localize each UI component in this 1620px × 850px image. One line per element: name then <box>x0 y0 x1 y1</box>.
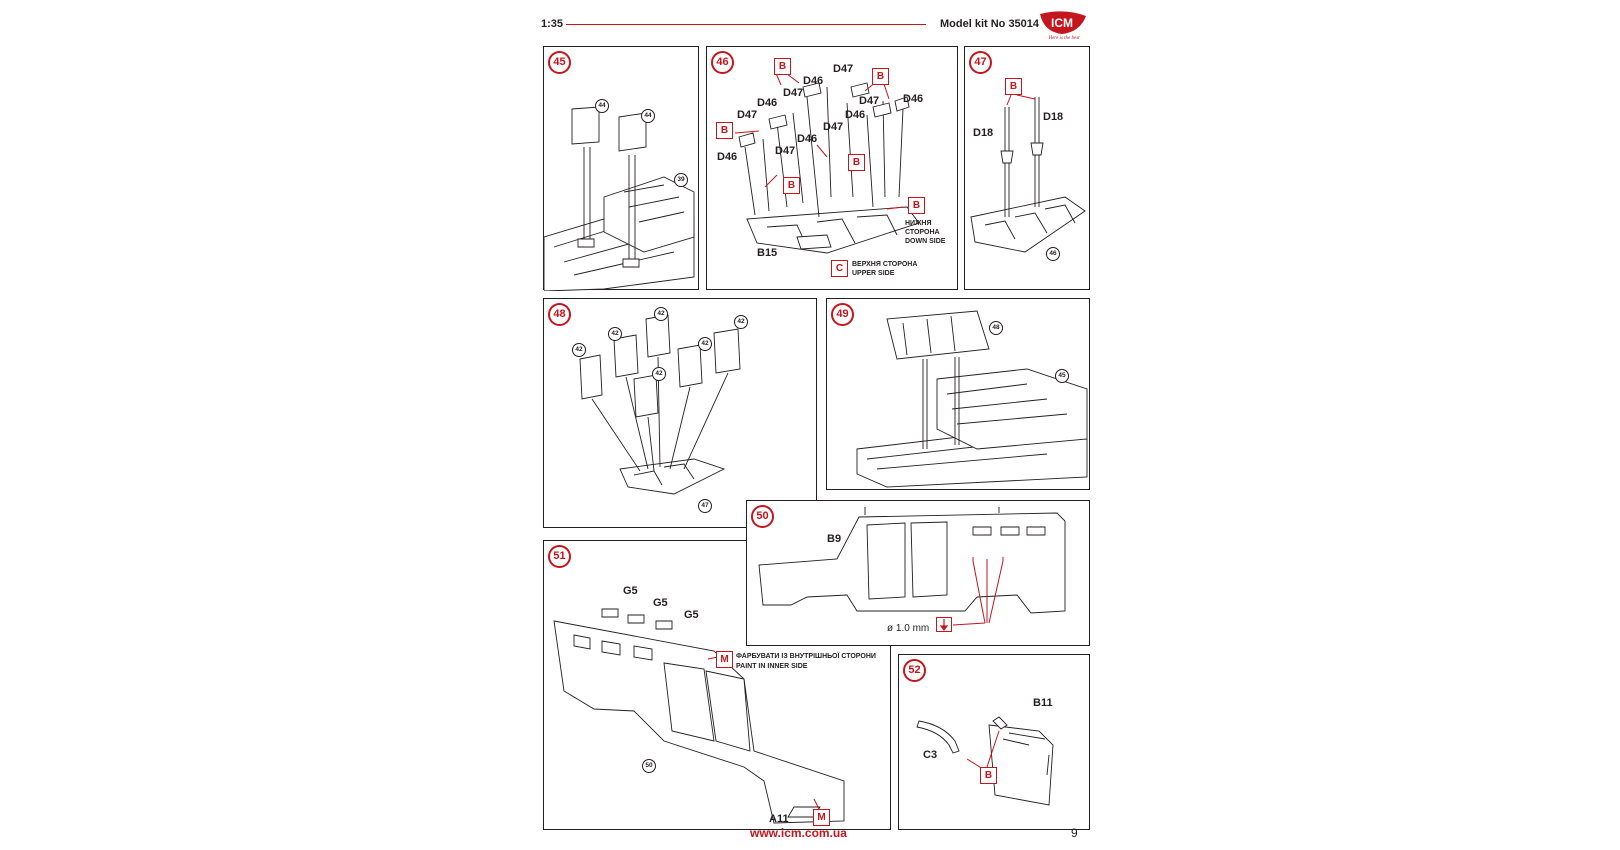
svg-text:Here is the best: Here is the best <box>1047 36 1080 40</box>
label-b11: B11 <box>1033 697 1053 709</box>
label-d46-4: D46 <box>903 93 924 105</box>
down-side-note-en: DOWN SIDE <box>905 238 946 245</box>
ref-44-a: 44 <box>595 99 609 113</box>
upper-side-note-en: UPPER SIDE <box>852 270 895 277</box>
step-49-number: 49 <box>831 303 854 326</box>
label-g5-c: G5 <box>684 609 699 621</box>
paint-note-ua: ФАРБУВАТИ ІЗ ВНУТРІШНЬОЇ СТОРОНИ <box>736 653 876 660</box>
paint-box-m-2: M <box>813 809 830 826</box>
label-d46-1: D46 <box>803 75 824 87</box>
label-d46-2: D46 <box>757 97 778 109</box>
website-link[interactable]: www.icm.com.ua <box>750 826 847 840</box>
down-side-note-ua2: СТОРОНА <box>905 229 940 236</box>
part-box-b: B <box>980 767 997 784</box>
kit-number: Model kit No 35014 <box>940 18 1040 30</box>
step-49-panel: 48 45 49 <box>826 298 1090 490</box>
part-box-c: C <box>831 260 848 277</box>
label-d47-2: D47 <box>783 87 804 99</box>
ref-42-f: 42 <box>734 315 748 329</box>
step-48-panel: 42 42 42 42 42 42 47 48 <box>543 298 817 528</box>
icm-logo: ICM Here is the best <box>1034 10 1092 41</box>
step-48-number: 48 <box>548 303 571 326</box>
step-45-number: 45 <box>548 51 571 74</box>
part-box-b-2: B <box>872 68 889 85</box>
ref-42-c: 42 <box>654 307 668 321</box>
label-a11: A11 <box>769 813 789 825</box>
label-g5-a: G5 <box>623 585 638 597</box>
step-47-panel: B D18 D18 46 47 <box>964 46 1090 290</box>
ref-44-b: 44 <box>641 109 655 123</box>
ref-39: 39 <box>674 173 688 187</box>
step-51-number: 51 <box>548 545 571 568</box>
svg-text:ICM: ICM <box>1051 16 1073 30</box>
ref-50: 50 <box>642 759 656 773</box>
label-d47-4: D47 <box>859 95 880 107</box>
label-b9: B9 <box>827 533 842 545</box>
drill-size-label: ø 1.0 mm <box>887 623 930 634</box>
label-d47-1: D47 <box>833 63 854 75</box>
part-box-b-1: B <box>774 58 791 75</box>
ref-46: 46 <box>1046 247 1060 261</box>
header-rule <box>566 24 926 25</box>
ref-48: 48 <box>989 321 1003 335</box>
part-box-b-3: B <box>716 122 733 139</box>
drill-icon <box>936 617 952 632</box>
label-b15: B15 <box>757 247 778 259</box>
label-d47-3: D47 <box>737 109 758 121</box>
step-45-panel: 44 44 39 45 <box>543 46 699 291</box>
step-52-panel: B11 C3 B 52 <box>898 654 1090 830</box>
down-side-note-ua1: НИЖНЯ <box>905 220 932 227</box>
ref-42-b: 42 <box>608 327 622 341</box>
label-g5-b: G5 <box>653 597 668 609</box>
part-box-b-4: B <box>848 154 865 171</box>
step-46-number: 46 <box>711 51 734 74</box>
paint-box-m: M <box>716 651 733 668</box>
paint-note-en: PAINT IN INNER SIDE <box>736 663 808 670</box>
label-d47-5: D47 <box>823 121 844 133</box>
ref-42-a: 42 <box>572 343 586 357</box>
scale-label: 1:35 <box>541 18 564 30</box>
upper-side-note-ua: ВЕРХНЯ СТОРОНА <box>852 261 918 268</box>
label-c3: C3 <box>923 749 938 761</box>
step-50-number: 50 <box>751 505 774 528</box>
label-d18-b: D18 <box>1043 111 1064 123</box>
label-d18-a: D18 <box>973 127 994 139</box>
label-d46-3: D46 <box>717 151 738 163</box>
ref-42-e: 42 <box>698 337 712 351</box>
label-d47-6: D47 <box>775 145 796 157</box>
step-50-panel: B9 ø 1.0 mm 50 <box>746 500 1090 646</box>
ref-42-d: 42 <box>652 367 666 381</box>
ref-47: 47 <box>698 499 712 513</box>
part-box-b: B <box>1005 78 1022 95</box>
step-46-panel: D46 D47 D47 D46 D47 D46 D47 D46 D46 D47 … <box>706 46 958 290</box>
label-d46-6: D46 <box>797 133 818 145</box>
part-box-b-5: B <box>783 177 800 194</box>
step-52-number: 52 <box>903 659 926 682</box>
step-47-number: 47 <box>969 51 992 74</box>
part-box-b-6: B <box>908 197 925 214</box>
page-number: 9 <box>1071 826 1078 840</box>
label-d46-5: D46 <box>845 109 866 121</box>
ref-45: 45 <box>1055 369 1069 383</box>
